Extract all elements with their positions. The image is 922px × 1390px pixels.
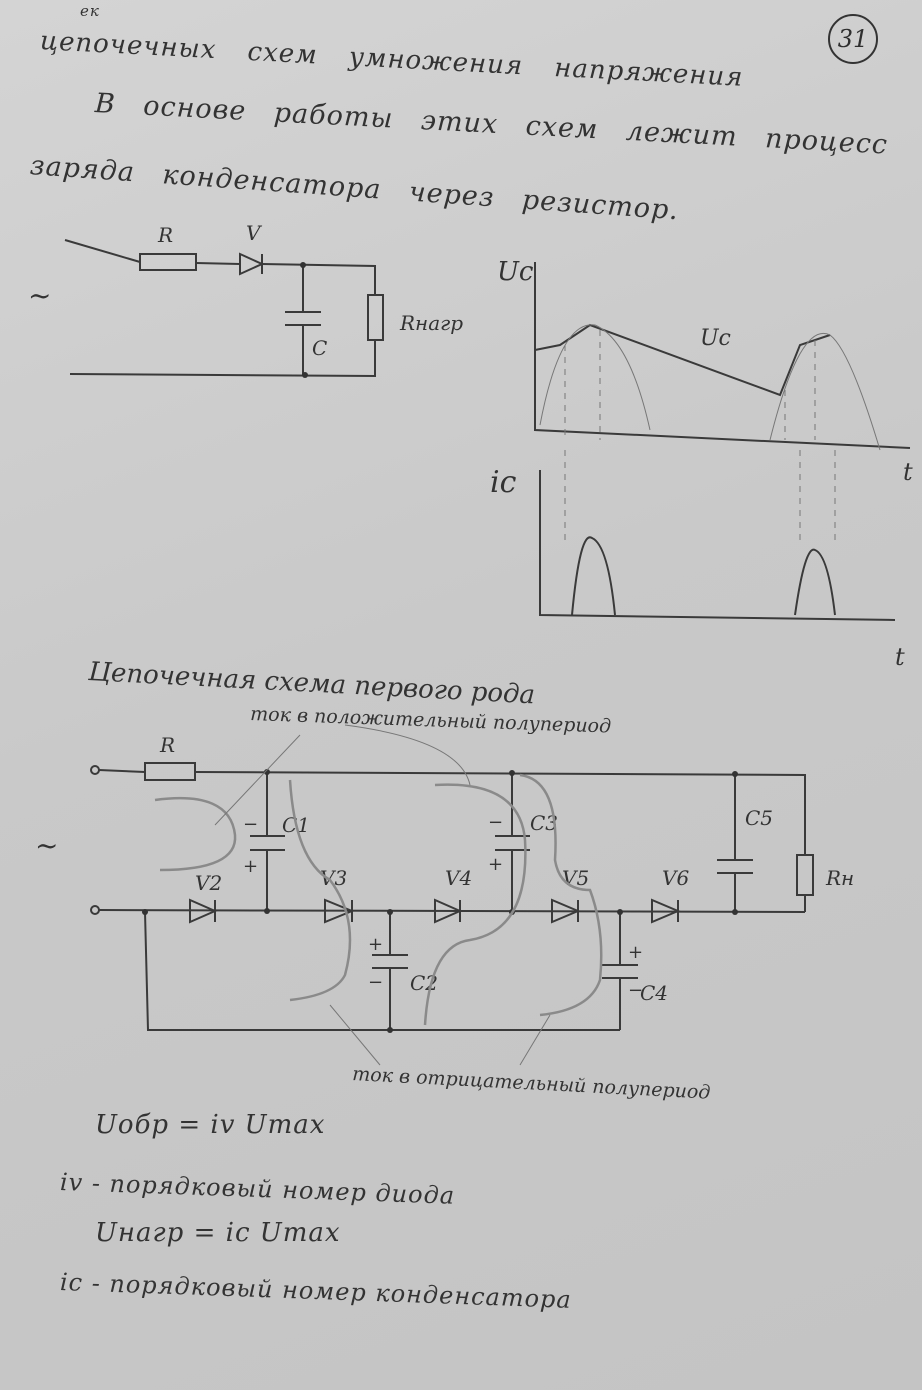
positive-halfcycle-note: ток в положительный полупериод — [250, 703, 612, 738]
formula-reverse-voltage: Uобр = iv Umax — [95, 1110, 326, 1140]
ac-source-symbol-2: ~ — [35, 829, 58, 862]
chain-resistor — [144, 762, 196, 781]
c3-plus: + — [488, 854, 503, 875]
c1-minus: − — [243, 814, 258, 835]
chain-resistor-label: R — [159, 733, 175, 757]
diode-v6 — [651, 898, 681, 924]
page-number: 31 — [828, 14, 878, 64]
diode-label: V — [246, 221, 263, 245]
diode-v4 — [434, 898, 463, 924]
c1-plus: + — [243, 856, 258, 877]
diode-v3 — [324, 898, 355, 924]
load-resistor — [367, 294, 384, 341]
voltage-axis-label: Uc — [497, 257, 534, 287]
current-graph: ic t — [490, 450, 905, 671]
heading-insert: ек — [80, 2, 100, 20]
capacitor-label: C — [312, 336, 327, 360]
c3-minus: − — [488, 812, 503, 833]
diode-v5 — [551, 898, 581, 924]
load-label: Rнагр — [399, 311, 463, 335]
diode-v5-label: V5 — [562, 866, 589, 890]
circuit-half-wave-rectifier: ~ R V C Rнагр — [28, 221, 463, 378]
diode-v2 — [189, 898, 218, 924]
chain-title: Цепочечная схема первого рода — [87, 657, 536, 710]
capacitor-c4-label: C4 — [640, 981, 668, 1005]
diode-v4-label: V4 — [445, 866, 472, 890]
time-axis-label-2: t — [895, 643, 905, 671]
resistor-label: R — [157, 223, 173, 247]
c4-minus: − — [628, 980, 643, 1001]
chain-load-label: Rн — [825, 866, 854, 890]
voltage-graph: Uc t Uc — [497, 257, 913, 486]
negative-halfcycle-note: ток в отрицательный полупериод — [352, 1063, 711, 1104]
c2-plus: + — [368, 934, 383, 955]
voltage-curve-label: Uc — [700, 326, 731, 351]
capacitor-c5-label: C5 — [745, 806, 773, 830]
c2-minus: − — [368, 972, 383, 993]
resistor-r — [139, 253, 197, 271]
ac-source-symbol: ~ — [28, 279, 51, 312]
c4-plus: + — [628, 942, 643, 963]
chain-load-resistor — [796, 854, 814, 896]
diode-v2-label: V2 — [195, 871, 222, 895]
positive-current-arrow — [154, 796, 237, 872]
time-axis-label-1: t — [903, 458, 913, 486]
diode-v — [239, 252, 265, 276]
formula-load-voltage: Uнагр = ic Umax — [95, 1218, 341, 1248]
current-axis-label: ic — [490, 465, 517, 500]
diode-v6-label: V6 — [662, 866, 689, 890]
chain-multiplier-circuit: Цепочечная схема первого рода ток в поло… — [35, 657, 854, 1104]
